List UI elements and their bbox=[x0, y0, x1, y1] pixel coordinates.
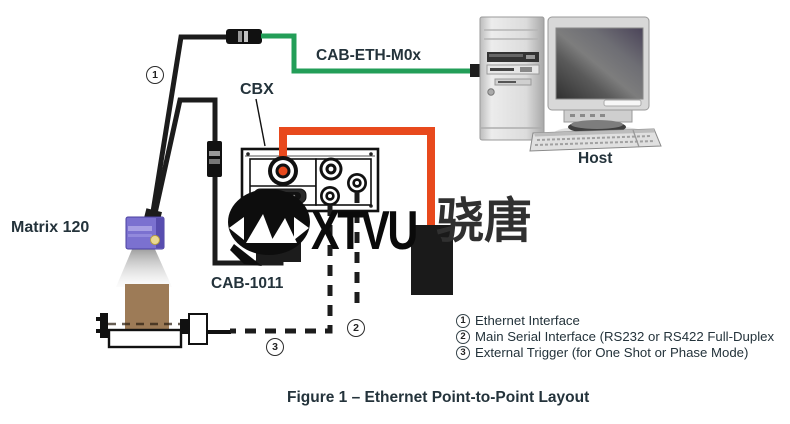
conveyor-platform bbox=[107, 328, 183, 349]
reading-station bbox=[96, 247, 231, 349]
legend-2-badge: 2 bbox=[456, 329, 470, 344]
legend-2-text: Main Serial Interface (RS232 or RS422 Fu… bbox=[475, 329, 775, 344]
callout-3-badge: 3 bbox=[266, 338, 284, 356]
package-box bbox=[125, 284, 169, 331]
host-computer bbox=[479, 16, 662, 152]
callout-1-badge: 1 bbox=[146, 66, 164, 84]
photocell-receiver-icon bbox=[180, 313, 231, 345]
round-connector-icon bbox=[347, 173, 367, 194]
round-connector-icon bbox=[319, 157, 343, 181]
watermark-text: XTVU bbox=[311, 199, 418, 261]
photocell-emitter-icon bbox=[96, 313, 108, 338]
external-trigger-dashed-line bbox=[230, 205, 333, 334]
legend-3-text: External Trigger (for One Shot or Phase … bbox=[475, 345, 749, 360]
legend-3-badge: 3 bbox=[456, 345, 470, 360]
legend-item-trigger: 3 External Trigger (for One Shot or Phas… bbox=[456, 345, 790, 360]
legend-1-badge: 1 bbox=[456, 313, 470, 328]
illumination-beam bbox=[116, 247, 172, 287]
orange-plug-connector-icon bbox=[268, 156, 298, 186]
cab-1011-label: CAB-1011 bbox=[211, 275, 284, 292]
ethernet-cable-connector-icon bbox=[226, 29, 262, 44]
cbx-pointer-line bbox=[255, 98, 266, 147]
legend-1-text: Ethernet Interface bbox=[475, 313, 580, 328]
callout-2-badge: 2 bbox=[347, 319, 365, 337]
monitor-icon bbox=[547, 16, 650, 111]
watermark-cjk-text: 骁唐 bbox=[436, 193, 533, 249]
keyboard-icon bbox=[529, 128, 662, 152]
cab-eth-m0x-label: CAB-ETH-M0x bbox=[316, 47, 422, 64]
host-label: Host bbox=[578, 150, 613, 167]
serial-interface-cable bbox=[279, 127, 435, 227]
reader-led-icon bbox=[150, 235, 160, 245]
matrix-120-label: Matrix 120 bbox=[11, 219, 90, 236]
cbx-label: CBX bbox=[240, 81, 274, 98]
tower-case-icon bbox=[479, 16, 545, 141]
figure-caption: Figure 1 – Ethernet Point-to-Point Layou… bbox=[287, 389, 590, 406]
matrix-120-device bbox=[125, 208, 165, 250]
serial-device-box bbox=[411, 225, 453, 295]
inline-connector-icon bbox=[207, 141, 222, 177]
legend-item-ethernet: 1 Ethernet Interface bbox=[456, 313, 790, 328]
legend-item-serial: 2 Main Serial Interface (RS232 or RS422 … bbox=[456, 329, 790, 344]
watermark-logo-icon bbox=[228, 189, 310, 266]
